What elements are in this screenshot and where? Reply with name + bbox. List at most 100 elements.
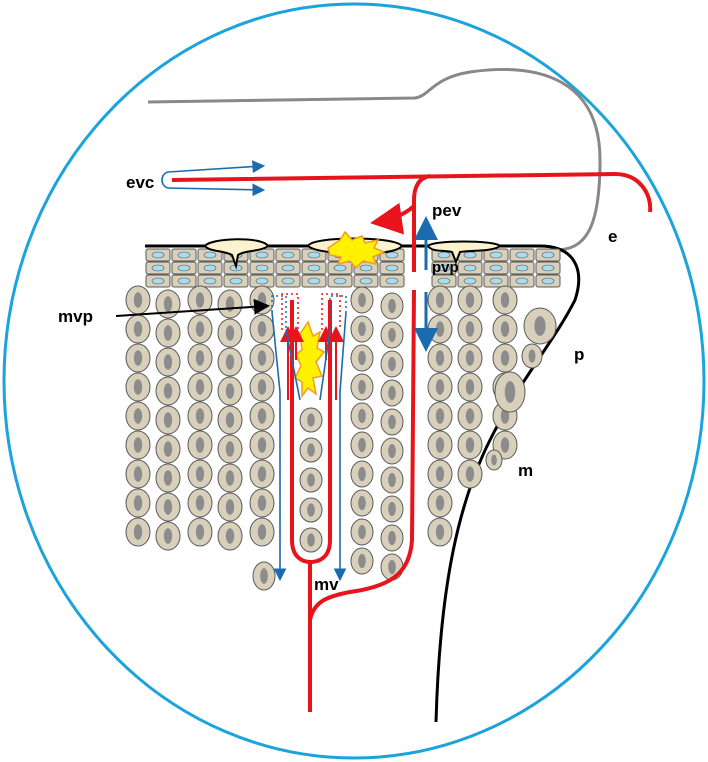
cell (521, 343, 543, 369)
cell (380, 437, 404, 465)
cell (217, 376, 243, 406)
epithelial-cell (535, 248, 561, 262)
cell (155, 405, 181, 435)
cell (380, 292, 404, 320)
cell (125, 343, 151, 373)
cell (380, 321, 404, 349)
epithelial-cell (353, 274, 379, 288)
cell (485, 449, 503, 471)
label-e: e (608, 227, 617, 246)
cell (427, 517, 453, 547)
cell (125, 314, 151, 344)
cell (457, 285, 483, 315)
mvp-red-dotted (281, 293, 341, 330)
label-mv: mv (314, 575, 339, 594)
cell (155, 463, 181, 493)
cell (217, 289, 243, 319)
surface-cyst (426, 240, 502, 265)
cell (523, 307, 557, 345)
label-pvp: pvp (432, 259, 459, 276)
epithelial-cell (483, 261, 509, 275)
epithelial-cell (431, 261, 457, 275)
cell (187, 372, 213, 402)
cell (299, 527, 323, 553)
epithelial-cell (509, 248, 535, 262)
cell (155, 521, 181, 551)
cell (217, 318, 243, 348)
epithelial-cell (275, 248, 301, 262)
cell (380, 524, 404, 552)
cell (350, 460, 374, 488)
cell (217, 347, 243, 377)
cell-mass (125, 285, 557, 591)
evc-red-vessel (171, 171, 653, 213)
cell (187, 343, 213, 373)
cell (125, 430, 151, 460)
cell (350, 489, 374, 517)
label-pev: pev (432, 201, 462, 220)
pev-arrow (370, 202, 416, 235)
cell (492, 343, 518, 373)
cell (457, 372, 483, 402)
cell (155, 289, 181, 319)
surface-flash (327, 230, 386, 270)
epithelial-cell (249, 274, 275, 288)
cell (350, 402, 374, 430)
cell (427, 401, 453, 431)
cell (457, 430, 483, 460)
cell (125, 488, 151, 518)
cell (494, 371, 526, 413)
outer-gray-line (147, 68, 602, 252)
cell (350, 373, 374, 401)
cell (380, 350, 404, 378)
epithelial-cell (197, 248, 223, 262)
cell (380, 379, 404, 407)
blue-vessels (161, 160, 347, 582)
cell (217, 521, 243, 551)
cell (380, 466, 404, 494)
epithelial-cell (223, 274, 249, 288)
cell (249, 488, 275, 518)
cell (249, 430, 275, 460)
cell (187, 459, 213, 489)
epithelial-cell (379, 274, 405, 288)
mvp-pointer (115, 298, 270, 317)
cell (350, 518, 374, 546)
cell (187, 285, 213, 315)
cell (380, 553, 404, 581)
epithelial-cell (509, 261, 535, 275)
cell (427, 430, 453, 460)
epithelial-cell (301, 274, 327, 288)
cell (249, 314, 275, 344)
cell (187, 314, 213, 344)
epithelial-cell (379, 261, 405, 275)
label-p: p (574, 345, 584, 364)
pev-vessel (412, 174, 431, 272)
cell (252, 561, 276, 591)
label-evc: evc (126, 173, 154, 192)
epithelial-cell (535, 261, 561, 275)
epithelial-cell (197, 274, 223, 288)
mv-branch-vessel (308, 289, 416, 621)
cell (125, 459, 151, 489)
epithelial-cell (275, 261, 301, 275)
cell (155, 492, 181, 522)
cell (217, 434, 243, 464)
epithelial-cell (145, 248, 171, 262)
cell (427, 372, 453, 402)
epithelial-cell (483, 274, 509, 288)
epithelial-cell (535, 274, 561, 288)
cell (492, 285, 518, 315)
cell (299, 497, 323, 523)
cell (350, 315, 374, 343)
cell (155, 376, 181, 406)
cell (299, 437, 323, 463)
cell (457, 314, 483, 344)
cell (350, 344, 374, 372)
surface-cyst (203, 238, 270, 270)
cell (155, 434, 181, 464)
epithelial-cell (145, 274, 171, 288)
epithelial-cell (327, 274, 353, 288)
cell (427, 314, 453, 344)
